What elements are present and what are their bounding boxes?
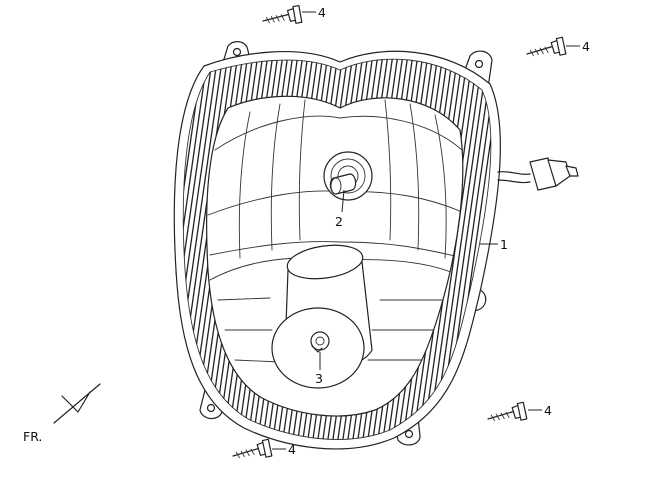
hatch-line [183, 59, 231, 440]
hatch-line [95, 40, 155, 460]
bulb-icon [329, 173, 357, 195]
reflector [207, 99, 463, 389]
screw-bottom-right [487, 401, 528, 422]
callout-housing: 1 [500, 237, 508, 252]
hatch-line [105, 40, 165, 460]
hatch-line [183, 59, 211, 440]
main-bulb [323, 151, 373, 201]
hatch-line [115, 40, 175, 460]
screw-top [262, 4, 303, 24]
screw-top-right [526, 36, 567, 57]
hatch-line [70, 40, 130, 460]
leader-lines [272, 11, 580, 450]
projector-lens [271, 307, 365, 389]
front-direction-label: FR. [23, 429, 42, 444]
hatch-line [120, 40, 180, 460]
hatch-line [110, 40, 170, 460]
hatch-line [85, 40, 145, 460]
front-arrow-icon [53, 383, 101, 424]
screw-bottom [232, 438, 273, 459]
hatch-line [65, 40, 125, 460]
hatch-line [80, 40, 140, 460]
hatch-line [183, 59, 216, 440]
connector-icon [497, 157, 579, 191]
hatch-line [183, 59, 226, 440]
position-bulb [310, 331, 330, 353]
callout-screw-bottom-right: 4 [544, 403, 552, 418]
hatch-line [90, 40, 150, 460]
hatch-line [183, 59, 221, 440]
callout-screw-bottom: 4 [288, 442, 296, 457]
hatch-line [183, 59, 206, 440]
hatch-line [489, 59, 491, 440]
hatch-line [100, 40, 160, 460]
callout-screw-top: 4 [318, 5, 326, 20]
hatch-line [60, 40, 120, 460]
callout-position-bulb: 3 [315, 371, 323, 386]
callout-main-bulb: 2 [335, 214, 343, 229]
callout-screw-top-right: 4 [582, 39, 590, 54]
